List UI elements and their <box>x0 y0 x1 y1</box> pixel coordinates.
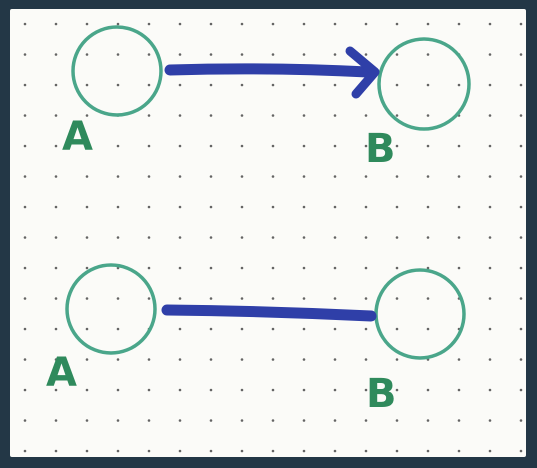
node-a-label: A <box>46 350 77 396</box>
node-b-label: B <box>365 126 396 172</box>
node-a-circle <box>65 263 157 355</box>
dot-grid <box>10 9 526 457</box>
node-b-circle <box>377 37 471 131</box>
node-b-label: B <box>366 371 397 417</box>
node-a-label: A <box>62 114 93 160</box>
directed-edge-line <box>164 63 374 78</box>
undirected-graph: A B <box>46 263 466 417</box>
dot-grid-paper: A B A B <box>10 9 526 457</box>
undirected-edge-line <box>161 304 377 322</box>
arrowhead-icon <box>345 46 380 99</box>
graph-diagram-canvas: A B A B <box>10 9 526 457</box>
directed-graph: A B <box>62 25 471 172</box>
node-a-circle <box>71 25 163 117</box>
